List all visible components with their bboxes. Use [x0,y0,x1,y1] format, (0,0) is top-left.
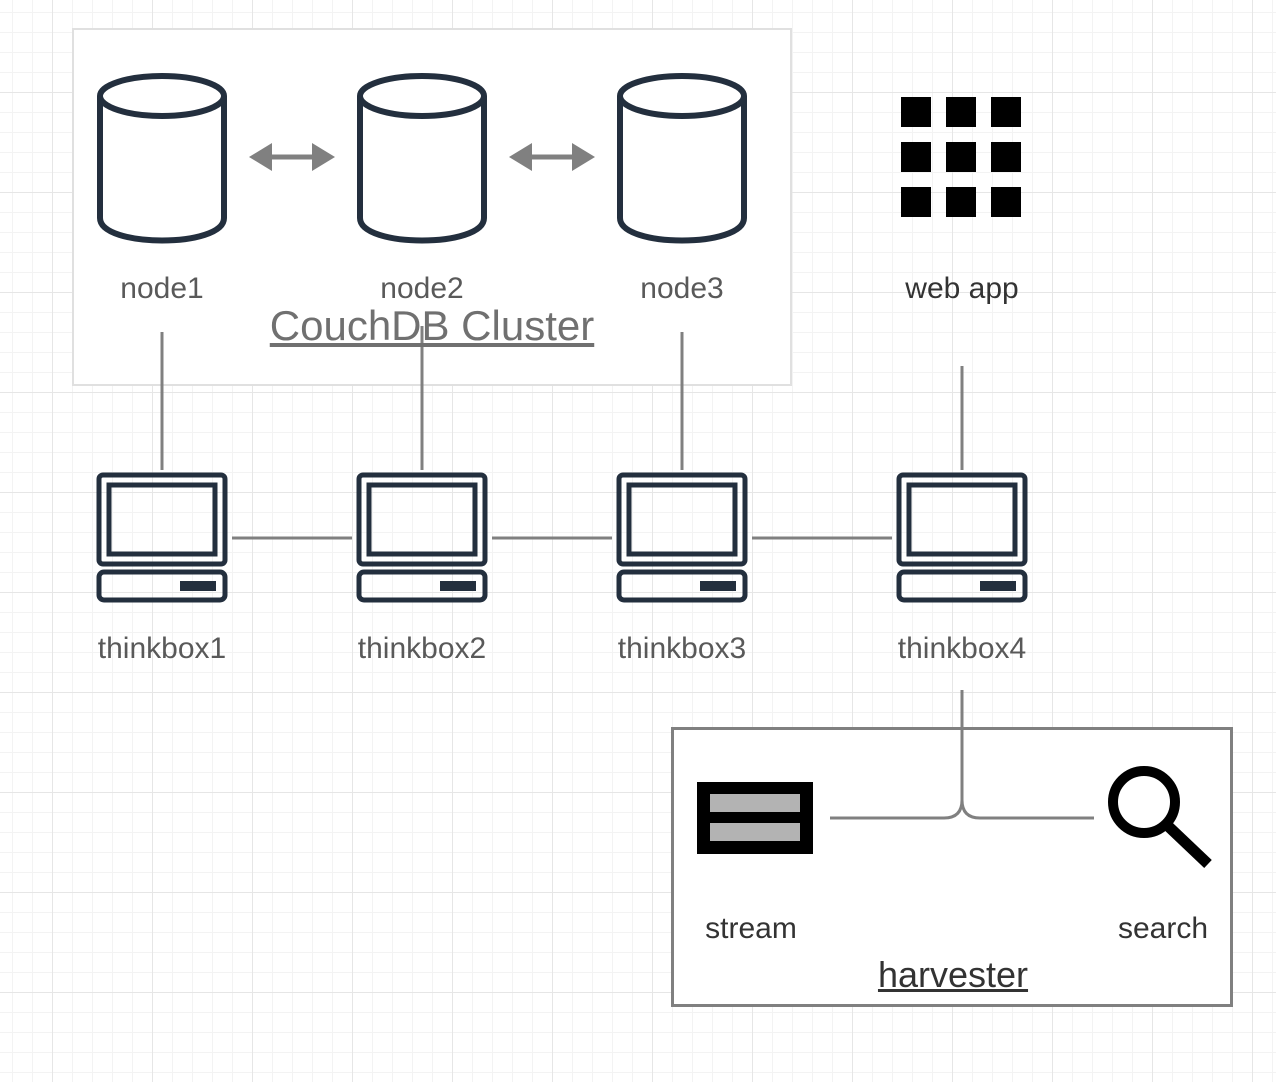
search-icon [1108,766,1212,868]
search-label: search [1117,912,1209,945]
computer-icon [96,472,228,603]
cluster-title: CouchDB Cluster [269,302,595,349]
computer-icon [896,472,1028,603]
database-icon [97,73,227,244]
database-icon [357,73,487,244]
database-icon [617,73,747,244]
thinkbox-label: thinkbox2 [357,632,487,665]
computer-icon [616,472,748,603]
node-label: node1 [120,272,204,305]
grid-icon [901,97,1021,217]
node-label: node3 [640,272,724,305]
harvester-title: harvester [877,954,1029,995]
computer-icon [356,472,488,603]
node-label: node2 [380,272,464,305]
thinkbox-label: thinkbox4 [897,632,1027,665]
thinkbox-label: thinkbox3 [617,632,747,665]
stream-icon [697,782,813,854]
web-app-label: web app [905,272,1019,305]
thinkbox-label: thinkbox1 [97,632,227,665]
stream-label: stream [705,912,797,945]
